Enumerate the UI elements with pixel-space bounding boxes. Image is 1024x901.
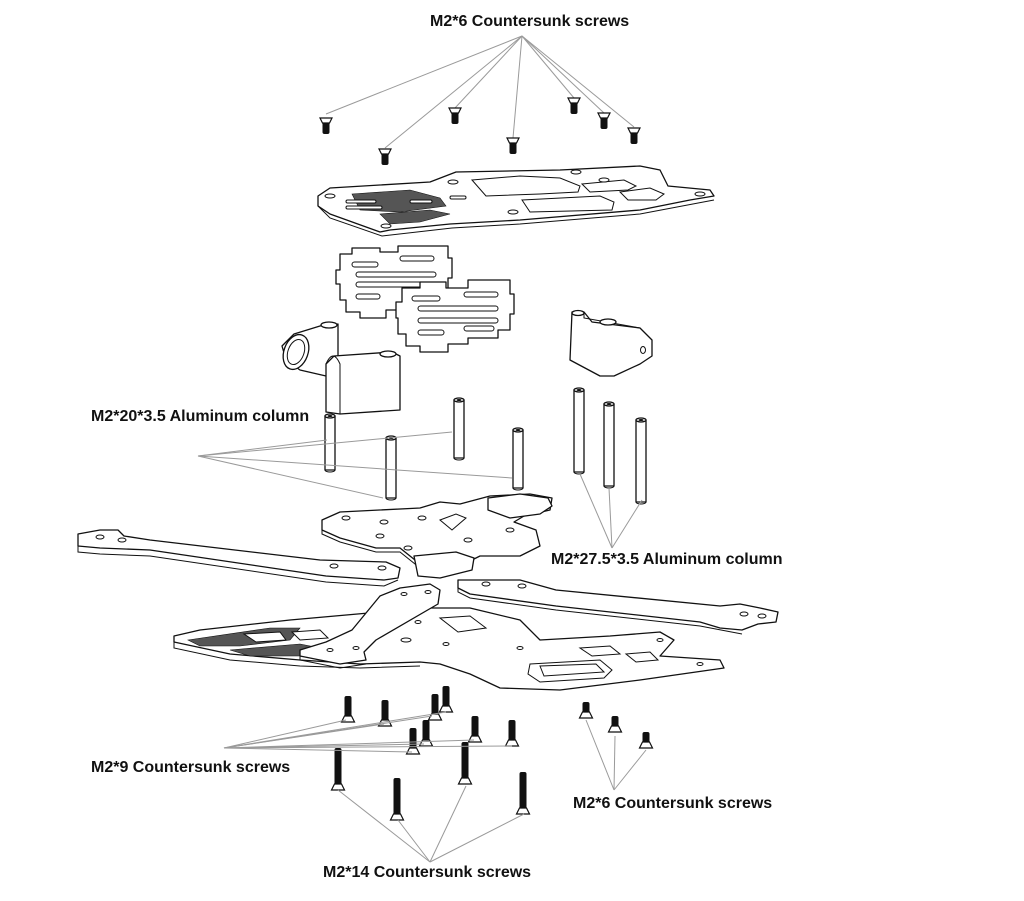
bottom-m2x6-screws-group (578, 702, 654, 749)
top-screw (597, 112, 611, 129)
rear-mount (569, 309, 653, 377)
m2x9-screw (340, 696, 356, 723)
leaders-m2x9-screws (223, 711, 513, 753)
label-top-m2x6-screws: M2*6 Countersunk screws (430, 13, 630, 30)
side-plate-right (395, 279, 515, 353)
top-screw (567, 97, 581, 114)
long-aluminum-column (603, 401, 615, 489)
long-aluminum-column (635, 417, 647, 505)
top-screw (378, 148, 392, 165)
middle-plate (321, 493, 553, 579)
top-plate (317, 165, 715, 237)
short-aluminum-column (453, 397, 465, 461)
m2x14-screw (330, 748, 346, 791)
top-screw (319, 117, 333, 134)
camera-mount (281, 321, 401, 415)
m2x9-screw (405, 728, 421, 755)
bottom-m2x6-screw (578, 702, 594, 719)
short-aluminum-column (512, 427, 524, 491)
label-short-aluminum-columns: M2*20*3.5 Aluminum column (91, 408, 310, 425)
short-columns-group (324, 397, 524, 501)
m2x9-screw (427, 694, 443, 721)
top-screw (627, 127, 641, 144)
m2x14-screws-group (330, 742, 531, 821)
label-bottom-m2x6-screws: M2*6 Countersunk screws (573, 795, 773, 812)
long-aluminum-column (573, 387, 585, 475)
top-screw (448, 107, 462, 124)
leaders-top-screws (325, 35, 635, 149)
m2x14-screw (457, 742, 473, 785)
label-m2x14-screws: M2*14 Countersunk screws (323, 864, 532, 881)
arm-front-left (77, 529, 401, 587)
bottom-m2x6-screw (638, 732, 654, 749)
arm-back-right (457, 579, 779, 635)
leaders-short-columns (197, 431, 513, 499)
top-screw (506, 137, 520, 154)
leaders-long-columns (579, 473, 643, 549)
m2x9-screw (438, 686, 454, 713)
short-aluminum-column (385, 435, 397, 501)
label-long-aluminum-columns: M2*27.5*3.5 Aluminum column (551, 551, 783, 568)
top-screws-group (319, 97, 641, 165)
m2x9-screw (504, 720, 520, 747)
bottom-m2x6-screw (607, 716, 623, 733)
long-columns-group (573, 387, 647, 505)
label-m2x9-screws: M2*9 Countersunk screws (91, 759, 291, 776)
leaders-bottom-m2x6-screws (585, 719, 647, 791)
m2x14-screw (389, 778, 405, 821)
m2x14-screw (515, 772, 531, 815)
arm-back-left (299, 583, 441, 669)
bottom-plate (173, 607, 725, 691)
m2x9-screw (467, 716, 483, 743)
leaders-m2x14-screws (337, 785, 525, 863)
